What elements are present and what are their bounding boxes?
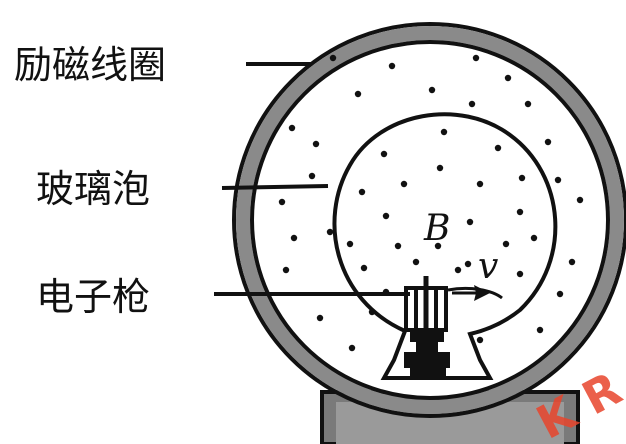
field-dot: [388, 62, 396, 70]
field-dot: [536, 326, 544, 334]
field-dot: [329, 54, 337, 62]
field-dot: [368, 308, 376, 316]
field-dot: [516, 270, 524, 278]
field-dot: [576, 196, 584, 204]
field-dot: [454, 266, 462, 274]
field-dot: [504, 74, 512, 82]
field-dot: [494, 144, 502, 152]
field-dot: [556, 290, 564, 298]
field-dot: [516, 208, 524, 216]
field-dot: [466, 218, 474, 226]
field-dot: [554, 176, 562, 184]
field-dot: [428, 86, 436, 94]
field-dot: [382, 212, 390, 220]
field-dot: [400, 180, 408, 188]
field-dot: [308, 172, 316, 180]
glass-bulb: [332, 112, 558, 380]
gun-label: 电子枪: [36, 275, 150, 319]
field-dot: [412, 258, 420, 266]
field-dot: [346, 240, 354, 248]
field-dot: [440, 128, 448, 136]
velocity-symbol: v: [478, 246, 498, 287]
field-dot: [312, 140, 320, 148]
field-dot: [354, 90, 362, 98]
field-dot: [436, 164, 444, 172]
field-dot: [288, 124, 296, 132]
field-dot: [434, 242, 442, 250]
field-dot: [316, 314, 324, 322]
field-dot: [568, 258, 576, 266]
field-dot: [348, 344, 356, 352]
field-dot: [502, 240, 510, 248]
field-dot: [380, 150, 388, 158]
bulb-label: 玻璃泡: [36, 167, 150, 211]
field-dot: [544, 138, 552, 146]
field-dot: [278, 198, 286, 206]
velocity-arrow: [452, 285, 490, 301]
field-dot: [472, 54, 480, 62]
field-dot: [518, 174, 526, 182]
field-dot: [290, 234, 298, 242]
field-dot: [530, 234, 538, 242]
field-dot: [358, 188, 366, 196]
field-dot: [360, 264, 368, 272]
field-symbol: B: [423, 208, 450, 249]
field-dot: [394, 242, 402, 250]
field-dot: [476, 336, 484, 344]
field-dot: [326, 228, 334, 236]
electron-gun: [404, 276, 450, 378]
field-dot: [524, 100, 532, 108]
field-dot: [282, 266, 290, 274]
field-dot: [476, 180, 484, 188]
bulb-leader-line: [221, 184, 329, 190]
coil-label: 励磁线圈: [14, 43, 166, 87]
field-dot: [464, 260, 472, 268]
field-dot: [468, 100, 476, 108]
